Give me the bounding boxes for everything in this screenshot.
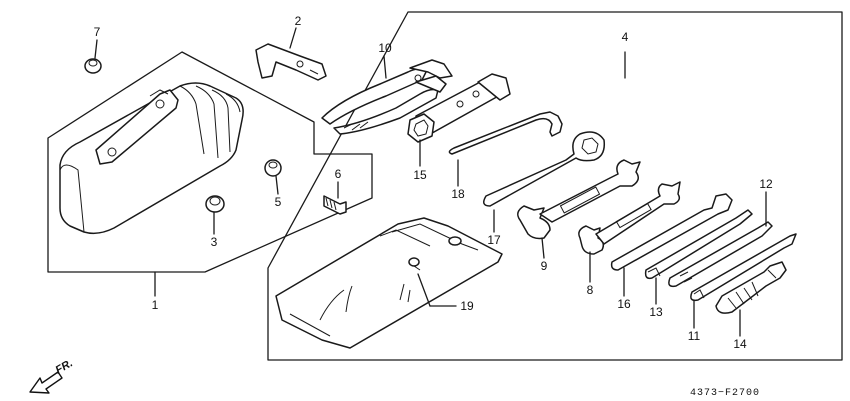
toolbag-group-outline [47, 51, 373, 273]
toolkit-group-outline [267, 11, 843, 361]
box-spanner-part [407, 73, 511, 143]
pliers-part [321, 59, 453, 135]
leader-9 [541, 237, 545, 259]
screwdriver-shaft-part [610, 193, 733, 271]
callout-10: 10 [378, 41, 392, 55]
callout-14: 14 [733, 337, 747, 351]
callout-13: 13 [649, 305, 663, 319]
drawing-code: 4373−F2700 [690, 388, 760, 399]
open-wrench-8-part [578, 181, 681, 255]
open-wrench-9-part [517, 159, 641, 240]
cap-nut-part [84, 58, 102, 74]
callout-2: 2 [295, 14, 302, 28]
front-direction-arrow: FR. [29, 357, 75, 394]
leader-7 [94, 39, 98, 59]
tool-bag-part [275, 217, 503, 349]
leader-5 [275, 175, 279, 195]
leader-10 [383, 55, 387, 79]
grommet-part-5 [264, 159, 282, 177]
grommet-part [205, 195, 225, 213]
callout-4: 4 [622, 30, 629, 44]
bolt-part [323, 195, 347, 215]
tool-case [59, 82, 244, 235]
callout-11: 11 [688, 329, 701, 343]
screwdriver-bit-13-part [644, 209, 753, 280]
callout-17: 17 [487, 233, 501, 247]
screwdriver-handle-part [715, 261, 787, 314]
bracket-part [255, 43, 327, 81]
pin-spanner-part [448, 111, 563, 155]
screwdriver-bit-12-part [668, 221, 773, 288]
callout-8: 8 [587, 283, 594, 297]
leader-19a [417, 273, 431, 307]
direction-label: FR. [54, 357, 75, 376]
callout-15: 15 [413, 168, 427, 182]
callout-16: 16 [617, 297, 631, 311]
arrow-icon [29, 371, 63, 394]
leader-2 [289, 27, 297, 49]
callout-5: 5 [275, 195, 282, 209]
callout-19: 19 [460, 299, 474, 313]
callout-18: 18 [451, 187, 465, 201]
callout-12: 12 [759, 177, 773, 191]
screwdriver-bit-11-part [690, 233, 797, 302]
callout-9: 9 [541, 259, 548, 273]
callout-7: 7 [94, 25, 101, 39]
callout-6: 6 [335, 167, 342, 181]
ring-spanner-part [483, 131, 606, 207]
callout-3: 3 [211, 235, 218, 249]
callout-1: 1 [152, 298, 159, 312]
